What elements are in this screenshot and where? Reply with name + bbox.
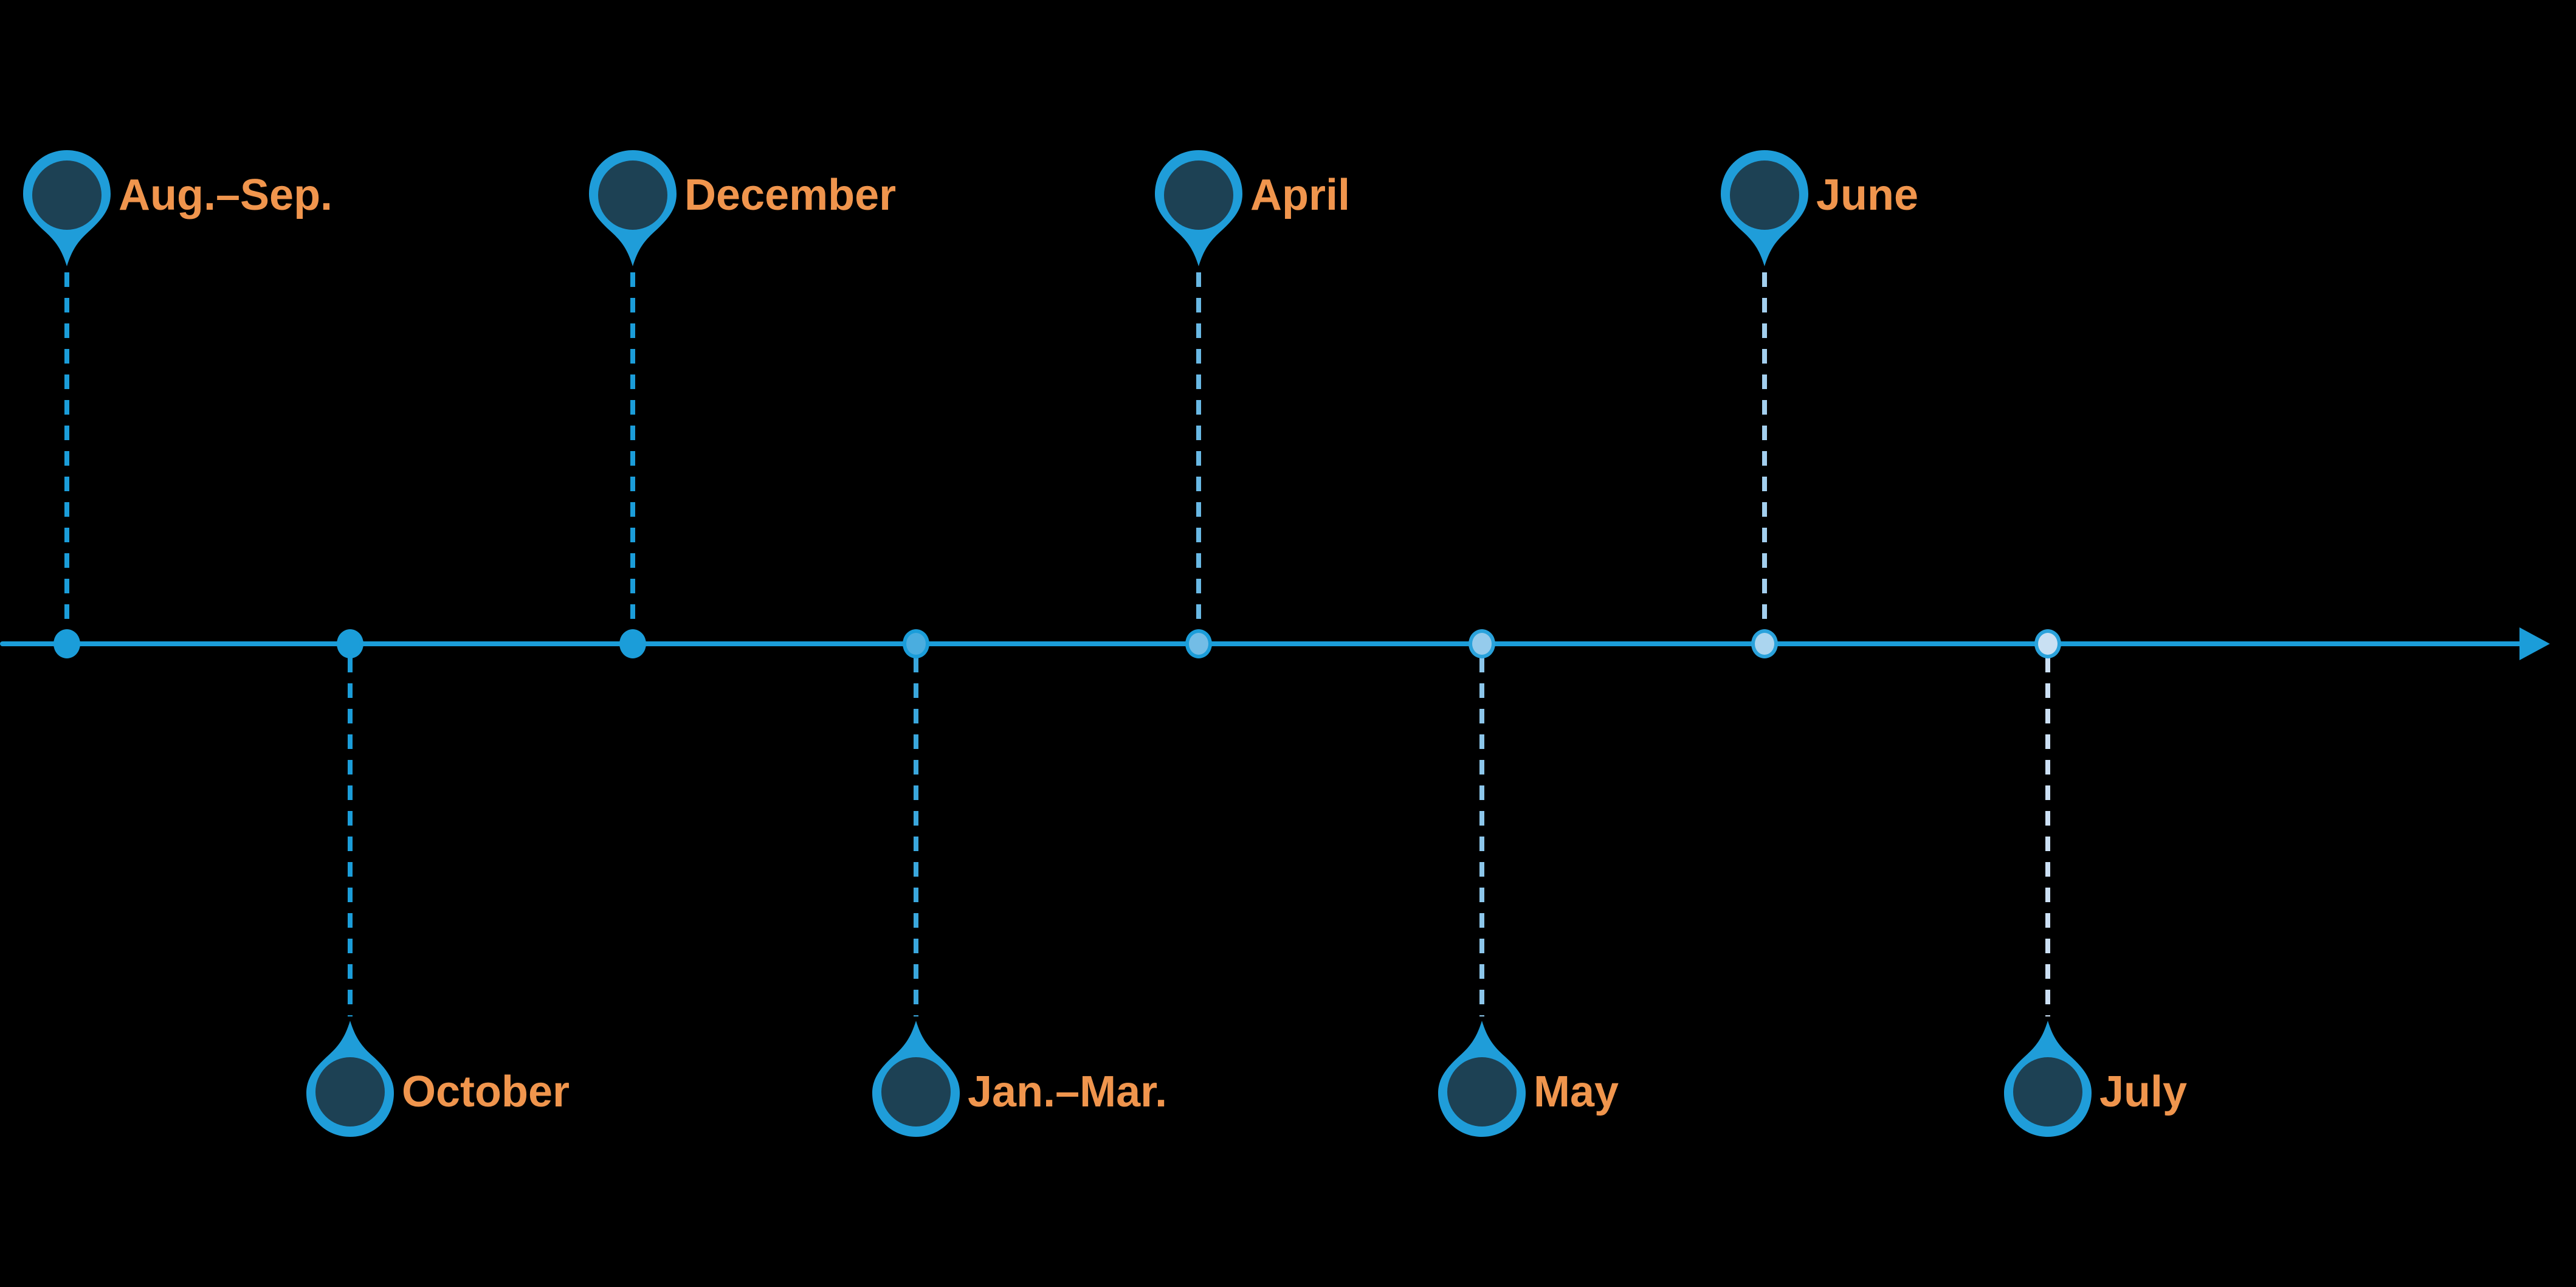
axis-dot [619, 629, 646, 658]
event-label: December [684, 171, 897, 219]
connector-dashed-line [914, 658, 918, 1016]
pin-inner-circle [1730, 160, 1799, 230]
connector-dashed-line [1479, 658, 1484, 1016]
axis-dot [53, 629, 80, 658]
axis-dot [903, 629, 929, 658]
pin-inner-circle [32, 160, 102, 230]
connector-dashed-line [630, 272, 635, 630]
axis-dot [1751, 629, 1778, 658]
pin-icon [306, 1021, 394, 1137]
pin-icon [589, 150, 677, 266]
pin-icon [23, 150, 111, 266]
pin-icon [1155, 150, 1242, 266]
event-label: October [402, 1068, 570, 1116]
axis-dot [2034, 629, 2061, 658]
connector-dashed-line [1196, 272, 1201, 630]
pin-icon [2004, 1021, 2092, 1137]
event-label: June [1816, 171, 1919, 219]
pin-icon [872, 1021, 960, 1137]
pin-icon [1721, 150, 1808, 266]
event-label: Jan.–Mar. [968, 1068, 1168, 1116]
timeline-axis-line [0, 641, 2523, 646]
pin-inner-circle [2013, 1057, 2082, 1127]
connector-dashed-line [2045, 658, 2050, 1016]
event-label: April [1250, 171, 1351, 219]
pin-inner-circle [598, 160, 667, 230]
pin-inner-circle [1447, 1057, 1517, 1127]
pin-inner-circle [1164, 160, 1233, 230]
axis-dot [1469, 629, 1495, 658]
event-label: May [1534, 1068, 1619, 1116]
axis-dot [337, 629, 363, 658]
event-label: July [2099, 1068, 2188, 1116]
event-label: Aug.–Sep. [119, 171, 333, 219]
connector-dashed-line [64, 272, 69, 630]
pin-inner-circle [315, 1057, 385, 1127]
connector-dashed-line [1762, 272, 1767, 630]
pin-icon [1438, 1021, 1526, 1137]
axis-dot [1185, 629, 1212, 658]
pin-inner-circle [881, 1057, 951, 1127]
connector-dashed-line [348, 658, 353, 1016]
axis-arrowhead-icon [2519, 627, 2550, 660]
